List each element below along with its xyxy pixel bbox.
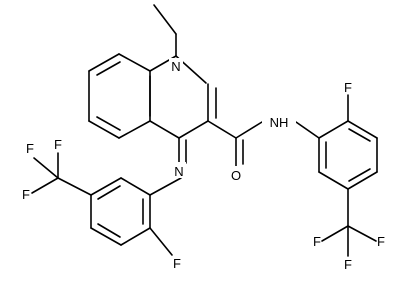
bond	[96, 116, 121, 131]
bond	[347, 171, 378, 190]
bond	[348, 168, 371, 182]
bond	[207, 120, 237, 139]
bond	[153, 4, 177, 35]
bond	[96, 61, 121, 76]
atom-label-imine-n: N	[174, 164, 183, 179]
atom-labels: N N NH O F F F F F F F F	[22, 58, 385, 272]
bond	[321, 225, 349, 242]
bond	[235, 121, 263, 139]
bond	[347, 225, 377, 242]
atom-label-cf3-right-f3: F	[344, 257, 352, 272]
bond-lines	[31, 4, 378, 257]
bond	[97, 185, 121, 200]
bond	[33, 157, 59, 179]
bond	[318, 171, 349, 190]
atom-label-cf3-left-f1: F	[26, 141, 34, 156]
bond	[347, 120, 378, 139]
bond	[149, 227, 173, 256]
bond	[295, 121, 320, 139]
bond	[97, 223, 121, 238]
bond	[120, 227, 151, 246]
atom-label-cf3-right-f1: F	[313, 234, 321, 249]
bond	[120, 177, 151, 196]
bond	[90, 227, 122, 246]
bond	[118, 53, 151, 72]
bond	[88, 120, 120, 139]
bond	[318, 120, 349, 139]
atom-label-cf3-right-f2: F	[377, 234, 385, 249]
atom-label-f-bottom: F	[173, 256, 181, 271]
atom-label-nh: NH	[270, 115, 289, 130]
bond	[88, 53, 120, 72]
bond	[348, 128, 371, 142]
atom-label-o: O	[231, 168, 241, 183]
atom-label-cf3-left-f2: F	[54, 137, 62, 152]
bond	[149, 177, 182, 196]
bond	[149, 120, 180, 139]
atom-label-cf3-left-f3: F	[22, 187, 30, 202]
bond	[57, 177, 92, 196]
bond	[90, 177, 122, 196]
bond	[178, 120, 209, 139]
atom-label-n1: N	[171, 59, 180, 74]
bond	[118, 120, 151, 139]
atom-label-f-top: F	[344, 80, 352, 95]
bond	[31, 177, 59, 194]
